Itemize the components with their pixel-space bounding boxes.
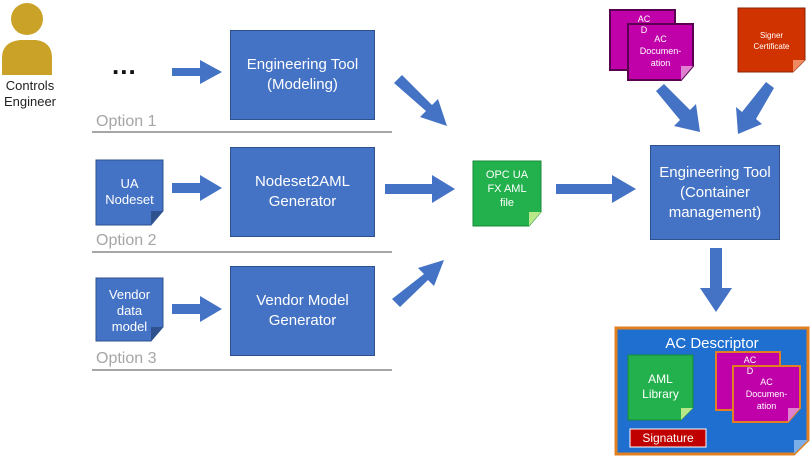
option-3-line: [92, 369, 392, 371]
ua-nodeset-label: UA Nodeset: [105, 176, 154, 207]
ac-descriptor-title: AC Descriptor: [665, 335, 759, 352]
vendor-data-model-document[interactable]: [95, 277, 164, 342]
signer-certificate[interactable]: [737, 7, 806, 73]
actor-label: Controls Engineer: [3, 78, 57, 109]
arrow-opc-to-container: [556, 175, 636, 203]
option-3-label: Option 3: [96, 350, 157, 367]
option-1-label: Option 1: [96, 113, 157, 130]
vendor-model-generator-box[interactable]: Vendor Model Generator: [230, 266, 375, 356]
opc-ua-fx-aml-label: OPC UA FX AML file: [485, 169, 529, 209]
opc-ua-fx-aml-file[interactable]: [472, 160, 542, 227]
person-icon: [2, 3, 52, 75]
arrow-cert-to-container: [736, 82, 774, 134]
aml-library-label: AML Library: [642, 372, 679, 401]
arrow-container-to-descriptor: [700, 248, 732, 312]
ac-documentation-front[interactable]: [627, 23, 694, 81]
arrow-to-vendor-gen: [172, 296, 222, 322]
aml-library-document[interactable]: [627, 354, 694, 421]
arrow-nodeset2aml-to-opc: [385, 175, 455, 203]
descriptor-ac-doc-front[interactable]: [732, 365, 801, 423]
ellipsis: ...: [112, 50, 137, 80]
arrow-acdoc-to-container: [656, 84, 700, 132]
ua-nodeset-document[interactable]: [95, 159, 164, 226]
arrow-modeling-to-opc: [394, 75, 447, 126]
nodeset2aml-generator-box[interactable]: Nodeset2AML Generator: [230, 147, 375, 237]
arrow-vendor-to-opc: [392, 260, 444, 307]
descriptor-ac-doc-back-label: AC D: [743, 355, 757, 376]
option-1-line: [92, 131, 392, 133]
option-2-label: Option 2: [96, 232, 157, 249]
arrow-to-modeling: [172, 60, 222, 84]
ac-doc-back-label: AC D: [637, 14, 651, 35]
engineering-tool-container-box[interactable]: Engineering Tool (Container management): [650, 145, 780, 240]
ac-doc-front-label: AC Documen- ation: [639, 34, 682, 68]
signature-label: Signature: [642, 431, 694, 445]
engineering-tool-modeling-box[interactable]: Engineering Tool (Modeling): [230, 30, 375, 120]
descriptor-ac-doc-front-label: AC Documen- ation: [745, 377, 788, 411]
signer-certificate-label: Signer Certificate: [753, 31, 790, 51]
arrow-to-nodeset2aml: [172, 175, 222, 201]
vendor-data-model-label: Vendor data model: [108, 287, 151, 334]
signature-bar[interactable]: [629, 428, 707, 448]
option-2-line: [92, 251, 392, 253]
